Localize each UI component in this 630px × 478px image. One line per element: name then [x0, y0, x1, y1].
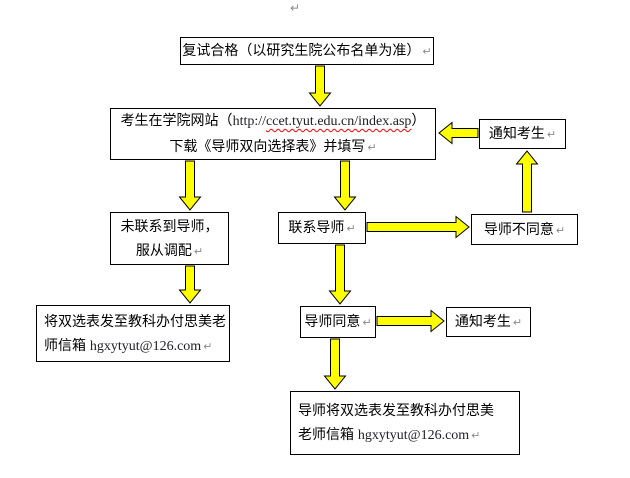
arrow-contact-to-agree [328, 244, 352, 305]
flow-node-disagree: 导师不同意↵ [471, 214, 578, 245]
paragraph-mark: ↵ [193, 244, 204, 258]
arrow-download-to-contact [333, 160, 357, 211]
paragraph-mark: ↵ [203, 339, 213, 353]
node-text: 复试合格（以研究生院公布名单为准）↵ [182, 42, 432, 58]
node-text: 通知考生↵ [488, 125, 557, 141]
paragraph-mark: ↵ [471, 429, 481, 442]
paragraph-mark: ↵ [367, 141, 377, 154]
arrow-no-contact-to-send-left [178, 265, 202, 304]
email-address: hgxytyut@126.com [89, 338, 202, 354]
node-text: 下载《导师双向选择表》并填写↵ [169, 138, 377, 154]
paragraph-mark: ↵ [346, 222, 356, 235]
flow-node-send-left: 将双选表发至教科办付思美老 师信箱 hgxytyut@126.com↵ [36, 305, 230, 362]
node-text: 老师信箱 hgxytyut@126.com↵ [298, 426, 481, 443]
node-text: 导师将双选表发至教科办付思美 [298, 402, 494, 418]
flow-node-notify-top: 通知考生↵ [479, 119, 566, 149]
flow-node-pass: 复试合格（以研究生院公布名单为准）↵ [180, 37, 434, 65]
node-text: 联系导师↵ [288, 219, 356, 235]
website-url: http://ccet.tyut.edu.cn/index.asp [232, 114, 412, 129]
email-address: hgxytyut@126.com [357, 428, 470, 443]
paragraph-mark: ↵ [290, 1, 301, 15]
arrow-agree-to-notify [376, 309, 445, 333]
node-text: 未联系到导师， [120, 217, 219, 234]
flow-node-download: 考生在学院网站（http://ccet.tyut.edu.cn/index.as… [110, 108, 436, 160]
arrow-download-to-no-contact [178, 160, 202, 211]
flow-node-no-contact: 未联系到导师， 服从调配↵ [110, 212, 229, 265]
node-text: 将双选表发至教科办付思美老 [44, 312, 226, 329]
paragraph-mark: ↵ [422, 45, 432, 58]
arrow-pass-to-download [308, 65, 332, 107]
node-text: 考生在学院网站（http://ccet.tyut.edu.cn/index.as… [120, 112, 426, 129]
node-text: 导师不同意↵ [483, 220, 566, 237]
arrow-contact-to-disagree [366, 215, 470, 239]
paragraph-mark: ↵ [546, 128, 557, 141]
flow-node-notify-mid: 通知考生↵ [446, 307, 531, 337]
arrow-agree-to-send-bottom [323, 338, 347, 390]
arrow-disagree-to-notify [515, 150, 539, 213]
node-text: 导师同意↵ [304, 313, 372, 329]
spellcheck-squiggle-text: ccet.tyut.edu.cn/index.asp [266, 114, 412, 129]
flow-node-agree: 导师同意↵ [300, 306, 376, 338]
node-text: 通知考生↵ [454, 313, 523, 329]
paragraph-mark: ↵ [362, 316, 372, 329]
paragraph-mark: ↵ [512, 316, 523, 329]
arrow-notify-to-download [438, 121, 479, 145]
node-text: 师信箱 hgxytyut@126.com↵ [44, 336, 213, 354]
flow-node-send-bottom: 导师将双选表发至教科办付思美 老师信箱 hgxytyut@126.com↵ [290, 391, 520, 455]
flow-node-contact: 联系导师↵ [278, 212, 366, 244]
node-text: 服从调配↵ [135, 241, 204, 258]
paragraph-mark: ↵ [555, 223, 566, 237]
